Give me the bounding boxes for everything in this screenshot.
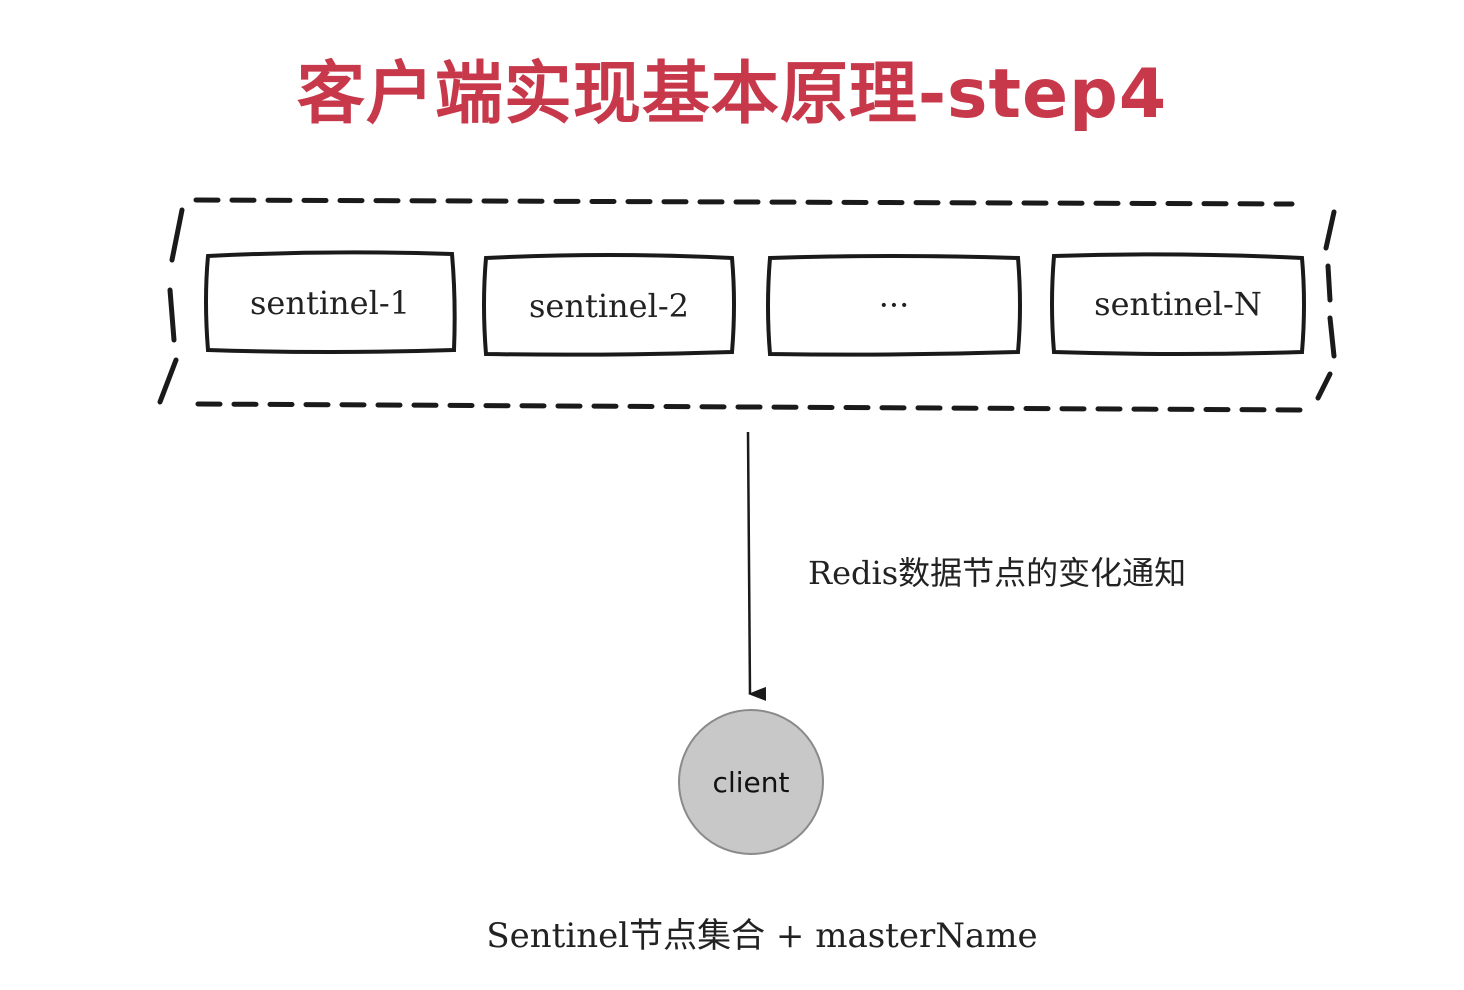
sentinel-node-2-box (482, 253, 736, 357)
sentinel-node-n-label: sentinel-N (1094, 285, 1262, 323)
sentinel-node-n-box (1050, 252, 1306, 356)
sentinel-node-ellipsis-box (766, 254, 1022, 357)
sentinel-node-1-label: sentinel-1 (249, 284, 410, 322)
client-node (678, 709, 824, 855)
sentinel-node-1-box (204, 250, 457, 354)
notification-arrow (746, 431, 767, 701)
sentinel-group-border (157, 197, 1337, 413)
client-label: client (712, 765, 790, 799)
page-title: 客户端实现基本原理-step4 (296, 55, 1168, 134)
notification-label: Redis数据节点的变化通知 (808, 554, 1187, 592)
client-caption: Sentinel节点集合 + masterName (486, 916, 1038, 956)
sentinel-node-ellipsis-label: ··· (878, 286, 910, 324)
sentinel-node-2-label: sentinel-2 (528, 287, 689, 325)
